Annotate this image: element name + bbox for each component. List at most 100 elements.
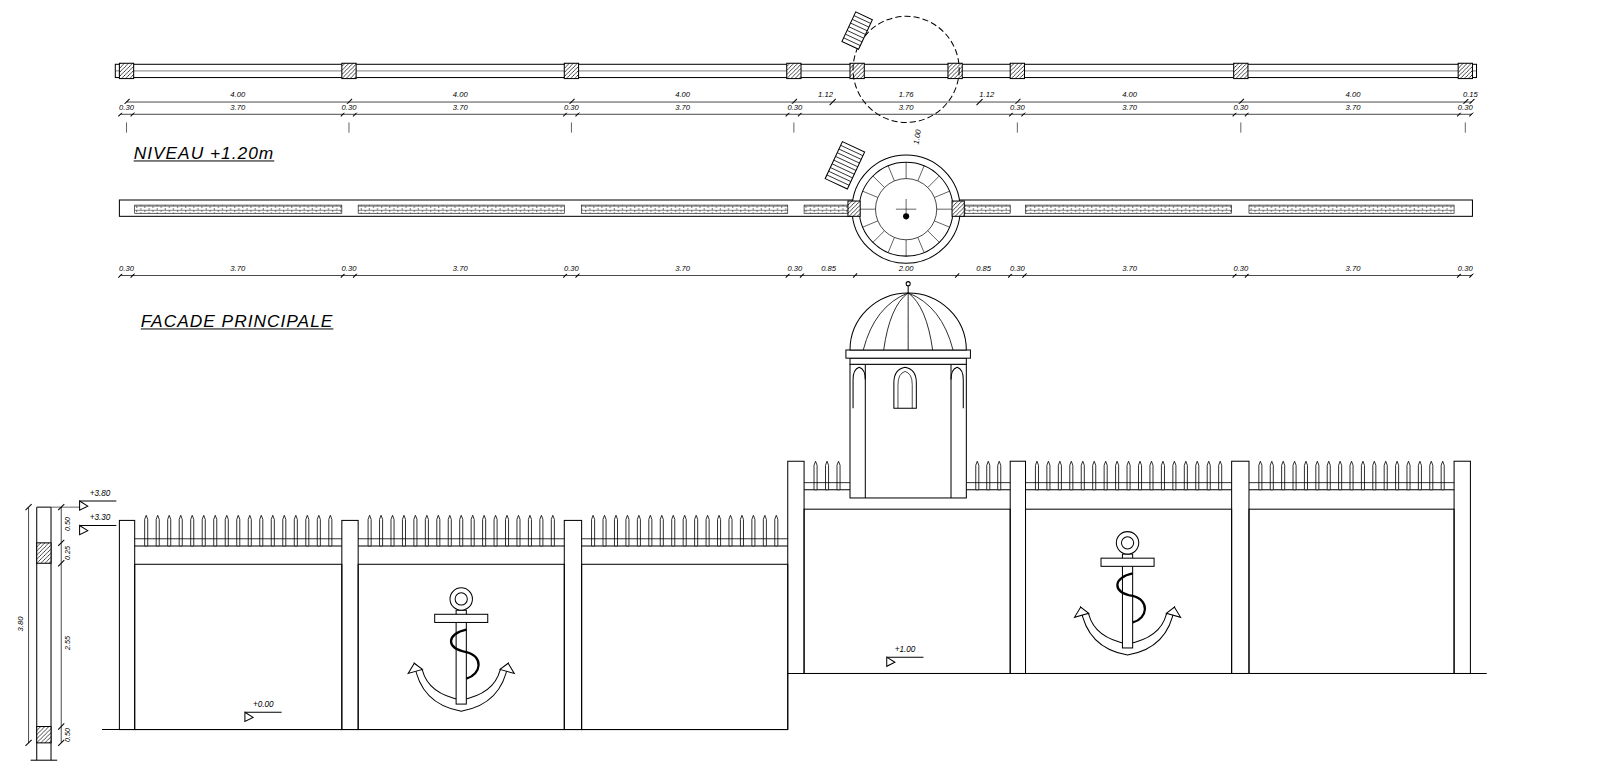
fence-rail [582,538,788,539]
dimension: 0.30 [786,265,803,273]
dimension: 0.30 [118,265,135,273]
fence-picket [145,515,148,546]
level-mark-line [80,501,117,502]
post-section [787,63,801,78]
dimension: 3.70 [229,104,246,112]
dimension-tick [1457,273,1461,277]
arched-window [894,367,916,408]
fence-picket [1150,461,1153,490]
dimension: 0.30 [118,104,135,112]
brick-panel [358,205,564,213]
fence-picket [718,515,721,546]
extension-line [1465,122,1466,132]
stair-symbol [825,142,864,189]
wall-post [1454,461,1470,673]
stair-step [849,27,866,35]
spiral-step [906,240,907,256]
anchor-emblem [1074,532,1180,655]
fence-picket [740,515,743,546]
fence-picket [626,515,629,546]
fence-picket [1339,461,1342,490]
level-mark: +3.80 [89,489,112,498]
spiral-step [863,221,878,227]
level-mark-flag [80,526,88,535]
dimension: 1.12 [978,91,995,99]
dimension-tick [800,273,804,277]
fence-picket [168,515,171,546]
level-mark-line [887,657,924,658]
fence-rail [966,482,1010,483]
fence-picket [998,461,1001,490]
dimension: 4.00 [452,91,469,99]
fence-picket [437,515,440,546]
fence-picket [603,515,606,546]
fence-picket [683,515,686,546]
section-footing [37,727,51,743]
fence-picket [1058,461,1061,490]
dimension-line [120,275,1471,276]
dimension-tick [118,112,122,116]
dimension-tick [1245,273,1249,277]
dimension: 0.30 [1457,104,1474,112]
fence-picket [517,515,520,546]
dimension-tick [1469,112,1473,116]
fence-picket [1441,461,1444,490]
spiral-step [934,191,949,197]
fence-picket [649,515,652,546]
dome-rib [908,293,953,350]
fence-picket [1384,461,1387,490]
fence-picket [1184,461,1187,490]
fence-picket [814,461,817,490]
dimension-tick [1469,273,1473,277]
fence-picket [1316,461,1319,490]
dimension: 2.00 [898,265,915,273]
dimension-tick [1245,112,1249,116]
wall-panel [582,564,788,729]
top-plan [115,12,1476,133]
fence-picket [1430,461,1433,490]
fence-picket [976,461,979,490]
anchor-stock [435,614,488,622]
dimension: 0.30 [341,104,358,112]
dimension-tick [353,112,357,116]
fence-picket [317,515,320,546]
fence-picket [179,515,182,546]
fence-picket [306,515,309,546]
fence-picket [248,515,251,546]
wall-band [119,200,1472,216]
dimension-tick [1022,273,1026,277]
spiral-step [888,237,894,252]
fence-picket [1196,461,1199,490]
cornice-band [850,358,966,364]
fence-picket [672,515,675,546]
dimension: 3.70 [674,265,691,273]
dimension: 3.70 [674,104,691,112]
stair-step [847,30,864,38]
fence-picket [1304,461,1307,490]
level-mark: +1.00 [894,646,917,655]
dimension-tick [1009,112,1013,116]
anchor-fluke [1166,607,1180,617]
fence-picket [826,461,829,490]
stair-step [829,171,851,181]
fence-picket [706,515,709,546]
fence-picket [987,461,990,490]
fence-picket [1138,461,1141,490]
stair-step [854,16,871,24]
dimension: 0.30 [1232,104,1249,112]
fence-picket [283,515,286,546]
spiral-step [928,231,940,243]
dome-rib [908,293,932,350]
extension-line [571,122,572,132]
dimension-tick [341,112,345,116]
dome-rib [884,293,908,350]
dimension-tick [58,740,64,746]
wall-post [342,520,358,729]
brick-panel [1026,205,1232,213]
anchor-ring-hole [1121,537,1133,549]
watch-tower [846,282,970,498]
anchor-ring-hole [455,593,467,605]
fence-picket [592,515,595,546]
fence-picket [448,515,451,546]
